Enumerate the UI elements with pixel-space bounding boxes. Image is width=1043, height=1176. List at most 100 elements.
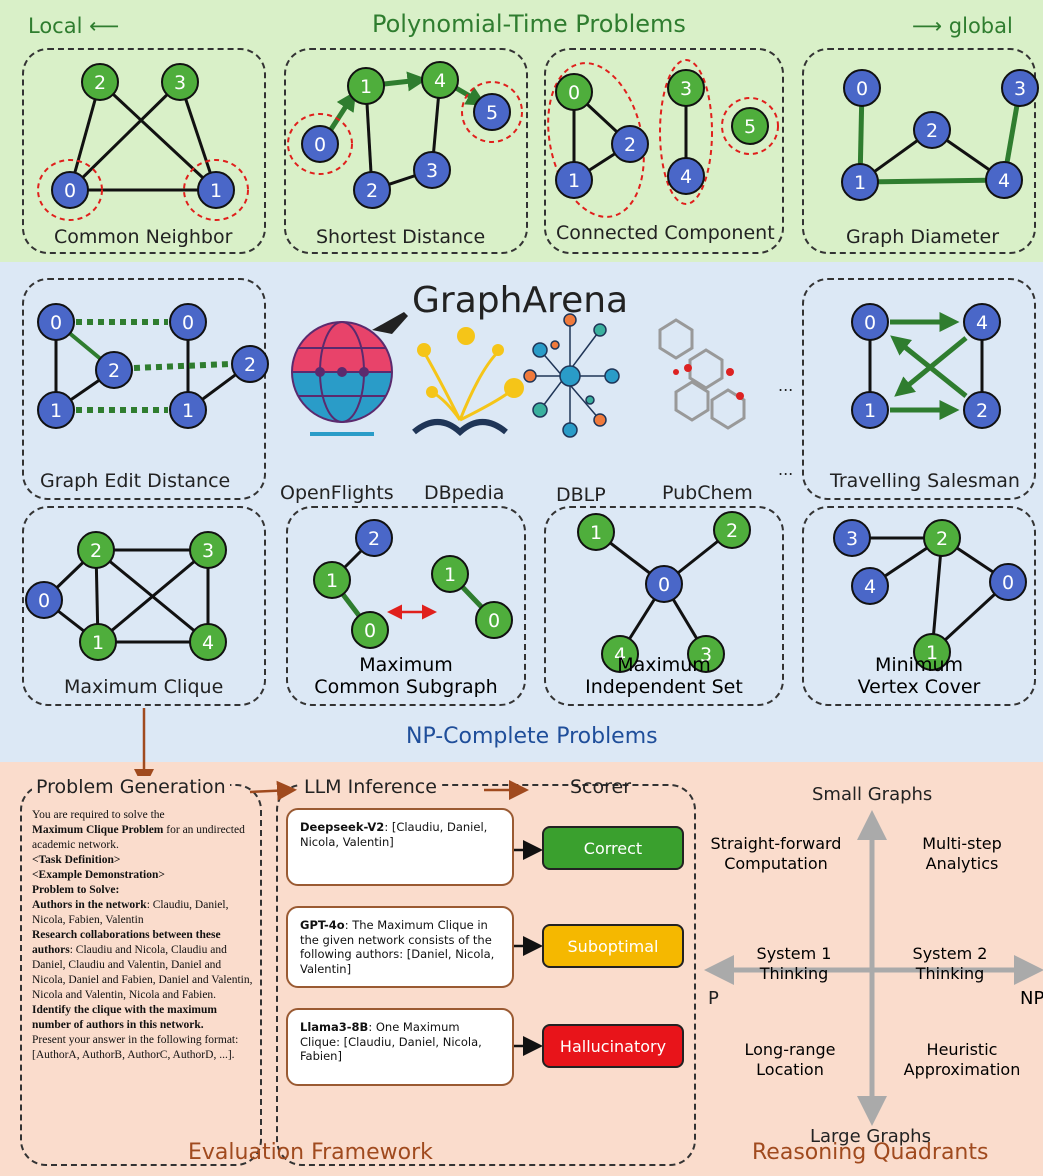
svg-text:2: 2: [244, 354, 256, 376]
svg-text:1: 1: [568, 170, 580, 192]
dataset-dblp: DBLP: [556, 484, 606, 506]
graph-maximum-independent-set: 1 2 0 4 3: [577, 511, 751, 673]
graph-maximum-clique: 2 3 0 1 4: [25, 531, 227, 661]
svg-text:3: 3: [680, 78, 692, 100]
quadrant-left-label: P: [708, 988, 719, 1009]
svg-text:1: 1: [854, 172, 866, 194]
grapharena-title: GraphArena: [412, 280, 629, 321]
openflights-icon: [291, 312, 408, 436]
svg-text:0: 0: [568, 82, 580, 104]
svg-text:0: 0: [1002, 572, 1014, 594]
svg-text:3: 3: [202, 540, 214, 562]
svg-text:1: 1: [864, 400, 876, 422]
svg-text:2: 2: [108, 360, 120, 382]
card-connected-component: [544, 48, 784, 254]
np-complete-title: NP-Complete Problems: [406, 724, 658, 749]
ellipsis-bottom: ...: [778, 460, 794, 479]
graph-travelling-salesman: 0 4 1 2: [851, 303, 1001, 429]
svg-text:0: 0: [658, 574, 670, 596]
label-travelling-salesman: Travelling Salesman: [830, 470, 1020, 492]
svg-text:2: 2: [366, 180, 378, 202]
card-graph-edit-distance: [22, 278, 266, 500]
graph-edit-distance: 0 2 1 0 2 1: [37, 303, 269, 429]
svg-text:0: 0: [38, 590, 50, 612]
svg-text:0: 0: [864, 312, 876, 334]
svg-text:3: 3: [174, 72, 186, 94]
graph-common-neighbor: 2 3 0 1: [37, 63, 249, 221]
svg-text:3: 3: [700, 644, 712, 666]
response-deepseek: Deepseek-V2: [Claudiu, Daniel, Nicola, V…: [286, 808, 514, 886]
graph-maximum-common-subgraph: 2 1 0 1 0: [313, 519, 513, 649]
local-label: Local ⟵: [28, 14, 120, 38]
svg-text:2: 2: [726, 520, 738, 542]
card-travelling-salesman: [802, 278, 1036, 500]
svg-text:0: 0: [856, 78, 868, 100]
card-llm-inference: [276, 784, 696, 1166]
quadrant-top-label: Small Graphs: [812, 784, 933, 805]
card-maximum-clique: [22, 506, 266, 706]
label-graph-edit-distance: Graph Edit Distance: [40, 470, 231, 492]
card-common-neighbor: [22, 48, 266, 254]
svg-text:5: 5: [744, 116, 756, 138]
response-llama: Llama3-8B: One Maximum Clique: [Claudiu,…: [286, 1008, 514, 1086]
graph-connected-component: 0 2 1 3 4 5: [547, 59, 779, 218]
svg-text:1: 1: [444, 564, 456, 586]
global-label: ⟶ global: [912, 14, 1013, 38]
svg-text:0: 0: [314, 134, 326, 156]
verdict-correct: Correct: [542, 826, 684, 870]
svg-text:4: 4: [976, 312, 988, 334]
dataset-pubchem: PubChem: [662, 482, 753, 504]
svg-text:2: 2: [936, 528, 948, 550]
pubchem-icon: [658, 318, 746, 430]
label-graph-diameter: Graph Diameter: [846, 226, 1000, 248]
quadrant-bottom-label: Large Graphs: [810, 1126, 931, 1147]
card-maximum-common-subgraph: [286, 506, 526, 706]
svg-text:1: 1: [50, 400, 62, 422]
svg-text:0: 0: [364, 620, 376, 642]
svg-text:4: 4: [434, 70, 446, 92]
svg-text:1: 1: [92, 632, 104, 654]
verdict-hallucinatory: Hallucinatory: [542, 1024, 684, 1068]
polynomial-title: Polynomial-Time Problems: [372, 10, 686, 38]
svg-text:0: 0: [182, 312, 194, 334]
svg-text:2: 2: [94, 72, 106, 94]
dataset-openflights: OpenFlights: [280, 482, 394, 504]
label-connected-component: Connected Component: [556, 222, 775, 244]
graph-minimum-vertex-cover: 3 2 4 0 1: [833, 519, 1027, 671]
card-graph-diameter: [802, 48, 1036, 254]
svg-text:2: 2: [926, 120, 938, 142]
dbpedia-icon: [412, 327, 524, 437]
graph-diameter: 0 3 2 1 4: [841, 69, 1039, 201]
card-maximum-independent-set: [544, 506, 784, 706]
label-common-neighbor: Common Neighbor: [54, 226, 233, 248]
svg-text:4: 4: [998, 170, 1010, 192]
svg-text:1: 1: [326, 570, 338, 592]
svg-text:1: 1: [182, 400, 194, 422]
card-minimum-vertex-cover: [802, 506, 1036, 706]
evaluation-framework-title: Evaluation Framework: [188, 1140, 433, 1165]
svg-text:3: 3: [1014, 78, 1026, 100]
svg-text:1: 1: [926, 642, 938, 664]
svg-text:0: 0: [64, 180, 76, 202]
svg-text:1: 1: [210, 180, 222, 202]
ellipsis-top: ...: [778, 376, 794, 395]
reasoning-quadrants-title: Reasoning Quadrants: [752, 1140, 989, 1165]
label-maximum-clique: Maximum Clique: [64, 676, 224, 698]
svg-text:0: 0: [50, 312, 62, 334]
svg-text:1: 1: [590, 522, 602, 544]
polynomial-band: [0, 0, 1043, 262]
svg-text:0: 0: [488, 610, 500, 632]
svg-text:4: 4: [864, 576, 876, 598]
card-shortest-distance: [284, 48, 528, 254]
svg-text:4: 4: [614, 644, 626, 666]
response-gpt4o: GPT-4o: The Maximum Clique in the given …: [286, 906, 514, 988]
quadrant-right-label: NP: [1020, 988, 1043, 1009]
